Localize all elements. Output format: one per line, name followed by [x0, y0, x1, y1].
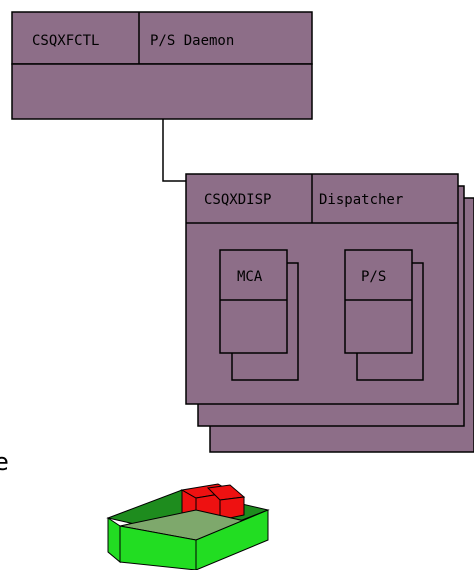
mca-label: MCA — [237, 269, 263, 285]
dispatcher-module-label: CSQXDISP — [204, 192, 271, 208]
dispatcher-title-label: Dispatcher — [319, 192, 403, 208]
clipped-edge-glyph: e — [0, 448, 9, 476]
daemon-title-label: P/S Daemon — [150, 33, 234, 49]
ps-label: P/S — [361, 269, 386, 285]
daemon-module-label: CSQXFCTL — [32, 33, 99, 49]
card-file-tray-icon — [108, 484, 268, 570]
daemon-box: CSQXFCTL P/S Daemon — [12, 12, 312, 119]
